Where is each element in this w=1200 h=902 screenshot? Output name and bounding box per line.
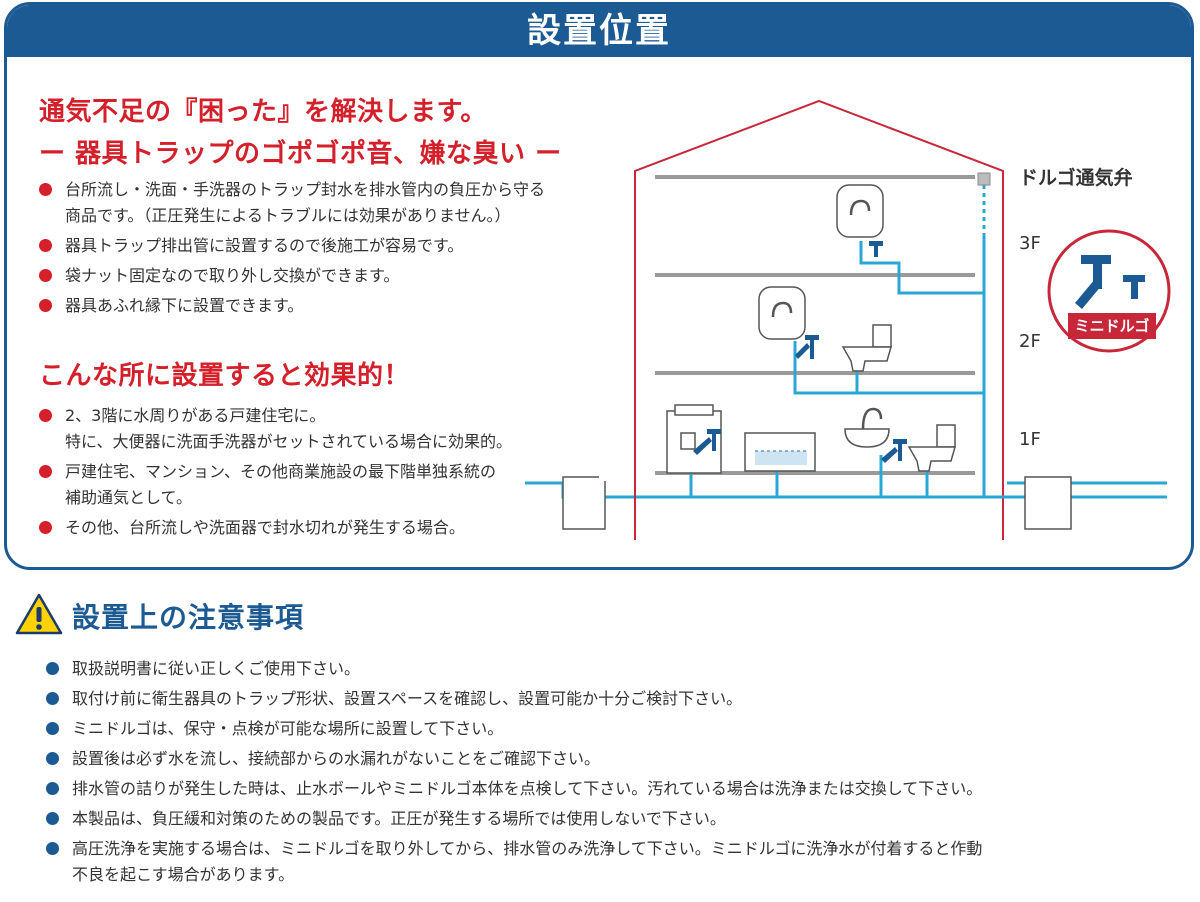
warning-icon [15, 593, 63, 635]
bullet-dot-icon [46, 662, 59, 675]
list-item-text: 取扱説明書に従い正しくご使用下さい。 [72, 659, 361, 678]
mini-dorugo-3f-icon [869, 241, 883, 257]
cautions-list: 取扱説明書に従い正しくご使用下さい。 取付け前に衛生器具のトラップ形状、設置スペ… [46, 656, 982, 888]
bullet-dot-icon [39, 269, 52, 282]
list-item: その他、台所流しや洗面器で封水切れが発生する場合。 [39, 515, 512, 541]
floor-label-1f: 1F [1019, 429, 1041, 450]
list-item-text: 器具トラップ排出管に設置するので後施工が容易です。 [65, 236, 464, 255]
bullet-dot-icon [39, 299, 52, 312]
list-item: 設置後は必ず水を流し、接続部からの水漏れがないことをご確認下さい。 [46, 746, 982, 772]
problem-subheadline: ー 器具トラップのゴポゴポ音、嫌な臭い ー [39, 139, 562, 169]
product-label: ミニドルゴ [1068, 313, 1156, 339]
list-item-text: 戸建住宅、マンション、その他商業施設の最下階単独系統の [65, 462, 497, 481]
list-item: ミニドルゴは、保守・点検が可能な場所に設置して下さい。 [46, 716, 982, 742]
list-item-text: 器具あふれ縁下に設置できます。 [65, 296, 304, 315]
problem-headline: 通気不足の『困った』を解決します。 [39, 97, 487, 127]
list-item-text: 台所流し・洗面・手洗器のトラップ封水を排水管内の負圧から守る [65, 180, 546, 199]
list-item: 取扱説明書に従い正しくご使用下さい。 [46, 656, 982, 682]
list-item-text: 特に、大便器に洗面手洗器がセットされている場合に効果的。 [65, 432, 513, 451]
mini-dorugo-2f-icon [795, 335, 819, 359]
sink-2f [758, 286, 806, 340]
bullet-dot-icon [39, 521, 52, 534]
list-item-text: 2、3階に水周りがある戸建住宅に。 [65, 406, 326, 425]
mini-dorugo-product-icon [1075, 255, 1145, 309]
toilet-1f [907, 424, 956, 472]
vent-stack-pipe [982, 185, 1007, 499]
list-item: 取付け前に衛生器具のトラップ形状、設置スペースを確認し、設置可能か十分ご検討下さ… [46, 686, 982, 712]
vent-valve-label: ドルゴ通気弁 [1019, 167, 1133, 189]
list-item: 高圧洗浄を実施する場合は、ミニドルゴを取り外してから、排水管のみ洗浄して下さい。… [46, 836, 982, 888]
list-item-text: 本製品は、負圧緩和対策のための製品です。正圧が発生する場所では使用しないで下さい… [72, 809, 726, 828]
manhole-right [1024, 476, 1072, 530]
mini-dorugo-1f-basin-icon [881, 439, 907, 463]
manhole-left [562, 476, 606, 530]
installation-panel: 設置位置 通気不足の『困った』を解決します。 ー 器具トラップのゴポゴポ音、嫌な… [4, 2, 1194, 570]
list-item-text: 商品です。（正圧発生によるトラブルには効果がありません。） [65, 206, 511, 225]
mini-dorugo-1f-kitchen-icon [693, 429, 721, 455]
bullet-dot-icon [46, 782, 59, 795]
list-item: 器具トラップ排出管に設置するので後施工が容易です。 [39, 233, 545, 259]
list-item-text: 取付け前に衛生器具のトラップ形状、設置スペースを確認し、設置可能か十分ご検討下さ… [72, 689, 743, 708]
bullet-dot-icon [39, 409, 52, 422]
list-item: 本製品は、負圧緩和対策のための製品です。正圧が発生する場所では使用しないで下さい… [46, 806, 982, 832]
bullet-dot-icon [46, 752, 59, 765]
list-item-text: その他、台所流しや洗面器で封水切れが発生する場合。 [65, 518, 465, 537]
bullet-dot-icon [39, 465, 52, 478]
effective-bullet-list: 2、3階に水周りがある戸建住宅に。特に、大便器に洗面手洗器がセットされている場合… [39, 403, 512, 541]
bullet-dot-icon [39, 239, 52, 252]
list-item-text: 設置後は必ず水を流し、接続部からの水漏れがないことをご確認下さい。 [72, 749, 601, 768]
toilet-2f [841, 324, 892, 372]
bullet-dot-icon [46, 722, 59, 735]
list-item-text: 不良を起こす場合があります。 [72, 865, 295, 884]
list-item-text: 袋ナット固定なので取り外し交換ができます。 [65, 266, 400, 285]
floor-label-3f: 3F [1019, 233, 1041, 254]
bullet-dot-icon [39, 183, 52, 196]
problem-bullet-list: 台所流し・洗面・手洗器のトラップ封水を排水管内の負圧から守る商品です。（正圧発生… [39, 177, 545, 319]
list-item: 袋ナット固定なので取り外し交換ができます。 [39, 263, 545, 289]
list-item: 台所流し・洗面・手洗器のトラップ封水を排水管内の負圧から守る商品です。（正圧発生… [39, 177, 545, 229]
list-item-text: ミニドルゴは、保守・点検が可能な場所に設置して下さい。 [72, 719, 504, 738]
bullet-dot-icon [46, 812, 59, 825]
house-diagram [525, 99, 1171, 540]
bullet-dot-icon [46, 842, 59, 855]
list-item: 戸建住宅、マンション、その他商業施設の最下階単独系統の補助通気として。 [39, 459, 512, 511]
floor-label-2f: 2F [1019, 331, 1041, 352]
washbasin-1f [844, 407, 890, 448]
list-item-text: 排水管の詰りが発生した時は、止水ボールやミニドルゴ本体を点検して下さい。汚れてい… [72, 779, 983, 798]
kitchen-sink-1f [666, 404, 722, 474]
bathtub-1f [744, 432, 816, 472]
list-item-text: 補助通気として。 [65, 488, 193, 507]
effective-headline: こんな所に設置すると効果的！ [39, 361, 411, 391]
list-item-text: 高圧洗浄を実施する場合は、ミニドルゴを取り外してから、排水管のみ洗浄して下さい。… [72, 839, 983, 858]
vent-valve-icon [977, 172, 991, 186]
page-title: 設置位置 [7, 5, 1191, 57]
bullet-dot-icon [46, 692, 59, 705]
sink-3f [836, 184, 884, 238]
list-item: 2、3階に水周りがある戸建住宅に。特に、大便器に洗面手洗器がセットされている場合… [39, 403, 512, 455]
house-frame [634, 99, 1004, 540]
list-item: 器具あふれ縁下に設置できます。 [39, 293, 545, 319]
cautions-title: 設置上の注意事項 [72, 601, 305, 634]
list-item: 排水管の詰りが発生した時は、止水ボールやミニドルゴ本体を点検して下さい。汚れてい… [46, 776, 982, 802]
